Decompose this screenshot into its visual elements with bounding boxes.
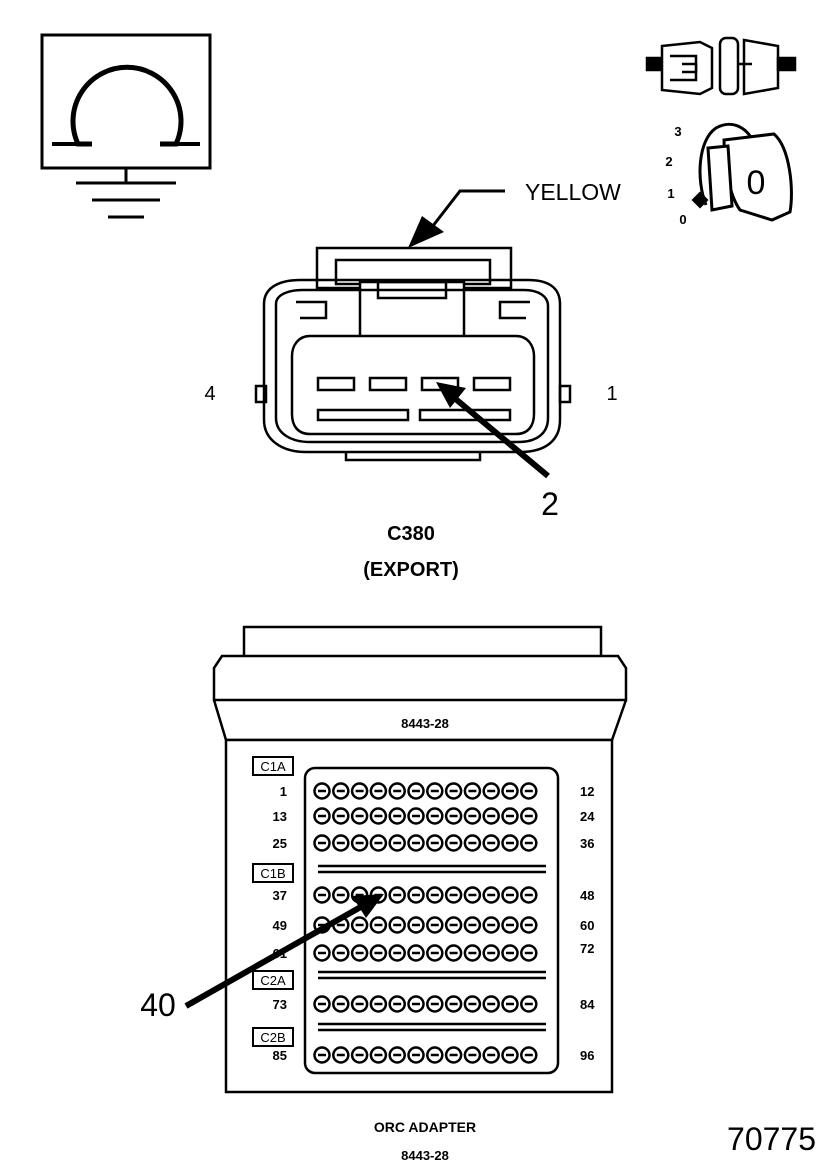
key-label: 0	[747, 164, 766, 202]
connector-c380	[254, 246, 572, 462]
pin-row-start-label: 1	[280, 784, 287, 799]
connector-variant: (EXPORT)	[363, 559, 459, 581]
connector-pin-label-right: 1	[606, 383, 617, 405]
connector-group-label: C1B	[260, 866, 285, 881]
wire-color-callout: YELLOW	[408, 179, 621, 248]
connector-group-box	[252, 970, 294, 990]
connector-group-label: C1A	[260, 759, 286, 774]
pin-row-start-label: 25	[273, 836, 287, 851]
connector-group-label: C2A	[260, 973, 286, 988]
disconnected-connector-icon	[645, 36, 797, 96]
pin-row-end-label: 96	[580, 1048, 594, 1063]
adapter-pin-grid: C1A11213242536C1B374849606172C2A7384C2B8…	[252, 756, 595, 1064]
connector-pin-label-left: 4	[204, 383, 215, 405]
pin-40-callout: 40	[140, 894, 384, 1023]
key-position-3: 3	[674, 124, 681, 139]
pin-row-end-label: 48	[580, 888, 594, 903]
pin-row-end-label: 36	[580, 836, 594, 851]
wire-color-label: YELLOW	[525, 179, 621, 205]
pin-2-callout: 2	[436, 382, 559, 522]
pin-row-end-label: 12	[580, 784, 594, 799]
figure-number: 70775	[727, 1121, 816, 1157]
pin-row-start-label: 73	[273, 997, 287, 1012]
connector-group-box	[252, 863, 294, 883]
pin-row-start-label: 85	[273, 1048, 287, 1063]
pin-2-callout-label: 2	[541, 486, 559, 522]
orc-adapter-body	[212, 625, 628, 1094]
adapter-part-number-top: 8443-28	[401, 716, 449, 731]
pin-row-end-label: 60	[580, 918, 594, 933]
pin-row-start-label: 37	[273, 888, 287, 903]
key-position-1: 1	[667, 186, 674, 201]
connector-name: C380	[387, 523, 435, 545]
pin-row-end-label: 72	[580, 941, 594, 956]
ohmmeter-icon	[40, 33, 212, 219]
key-position-2: 2	[665, 154, 672, 169]
adapter-part-number-bottom: 8443-28	[401, 1148, 449, 1163]
connector-group-label: C2B	[260, 1030, 285, 1045]
pin-row-end-label: 84	[580, 997, 595, 1012]
ignition-key-icon: 0 3 2 1 0	[665, 122, 793, 227]
pin-row-start-label: 13	[273, 809, 287, 824]
pin-40-callout-label: 40	[140, 987, 176, 1023]
connector-group-box	[252, 756, 294, 776]
key-position-0: 0	[679, 212, 686, 227]
pin-row-start-label: 49	[273, 918, 287, 933]
connector-group-box	[252, 1027, 294, 1047]
pin-row-end-label: 24	[580, 809, 595, 824]
adapter-caption: ORC ADAPTER	[374, 1119, 476, 1135]
